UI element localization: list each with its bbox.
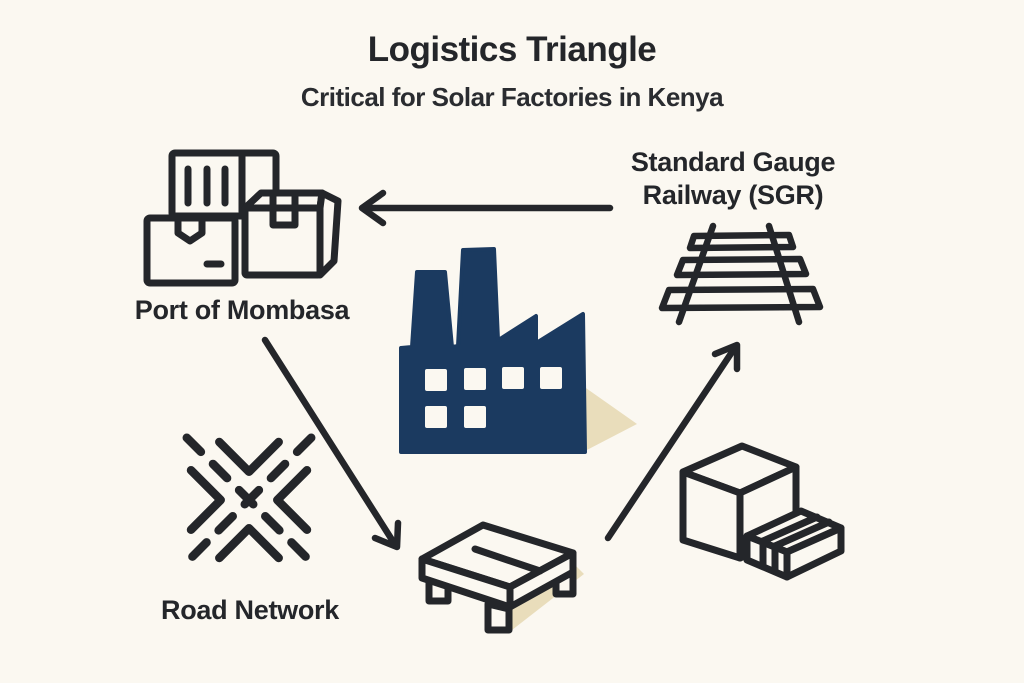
factory-icon xyxy=(399,247,637,454)
page-title: Logistics Triangle xyxy=(367,30,657,69)
railway-track-icon xyxy=(658,222,824,326)
cargo-boxes-icon xyxy=(143,149,342,287)
pallet-icon xyxy=(418,521,584,634)
shipping-boxes-icon xyxy=(679,442,845,581)
sgr-label: Standard Gauge Railway (SGR) xyxy=(630,147,836,210)
road-intersection-icon xyxy=(182,433,316,567)
arrow-sgr-to-port xyxy=(358,189,614,227)
factory-shadow xyxy=(583,386,637,452)
road-network-label: Road Network xyxy=(161,595,339,625)
port-of-mombasa-label: Port of Mombasa xyxy=(134,295,350,325)
page-subtitle: Critical for Solar Factories in Kenya xyxy=(300,82,724,112)
